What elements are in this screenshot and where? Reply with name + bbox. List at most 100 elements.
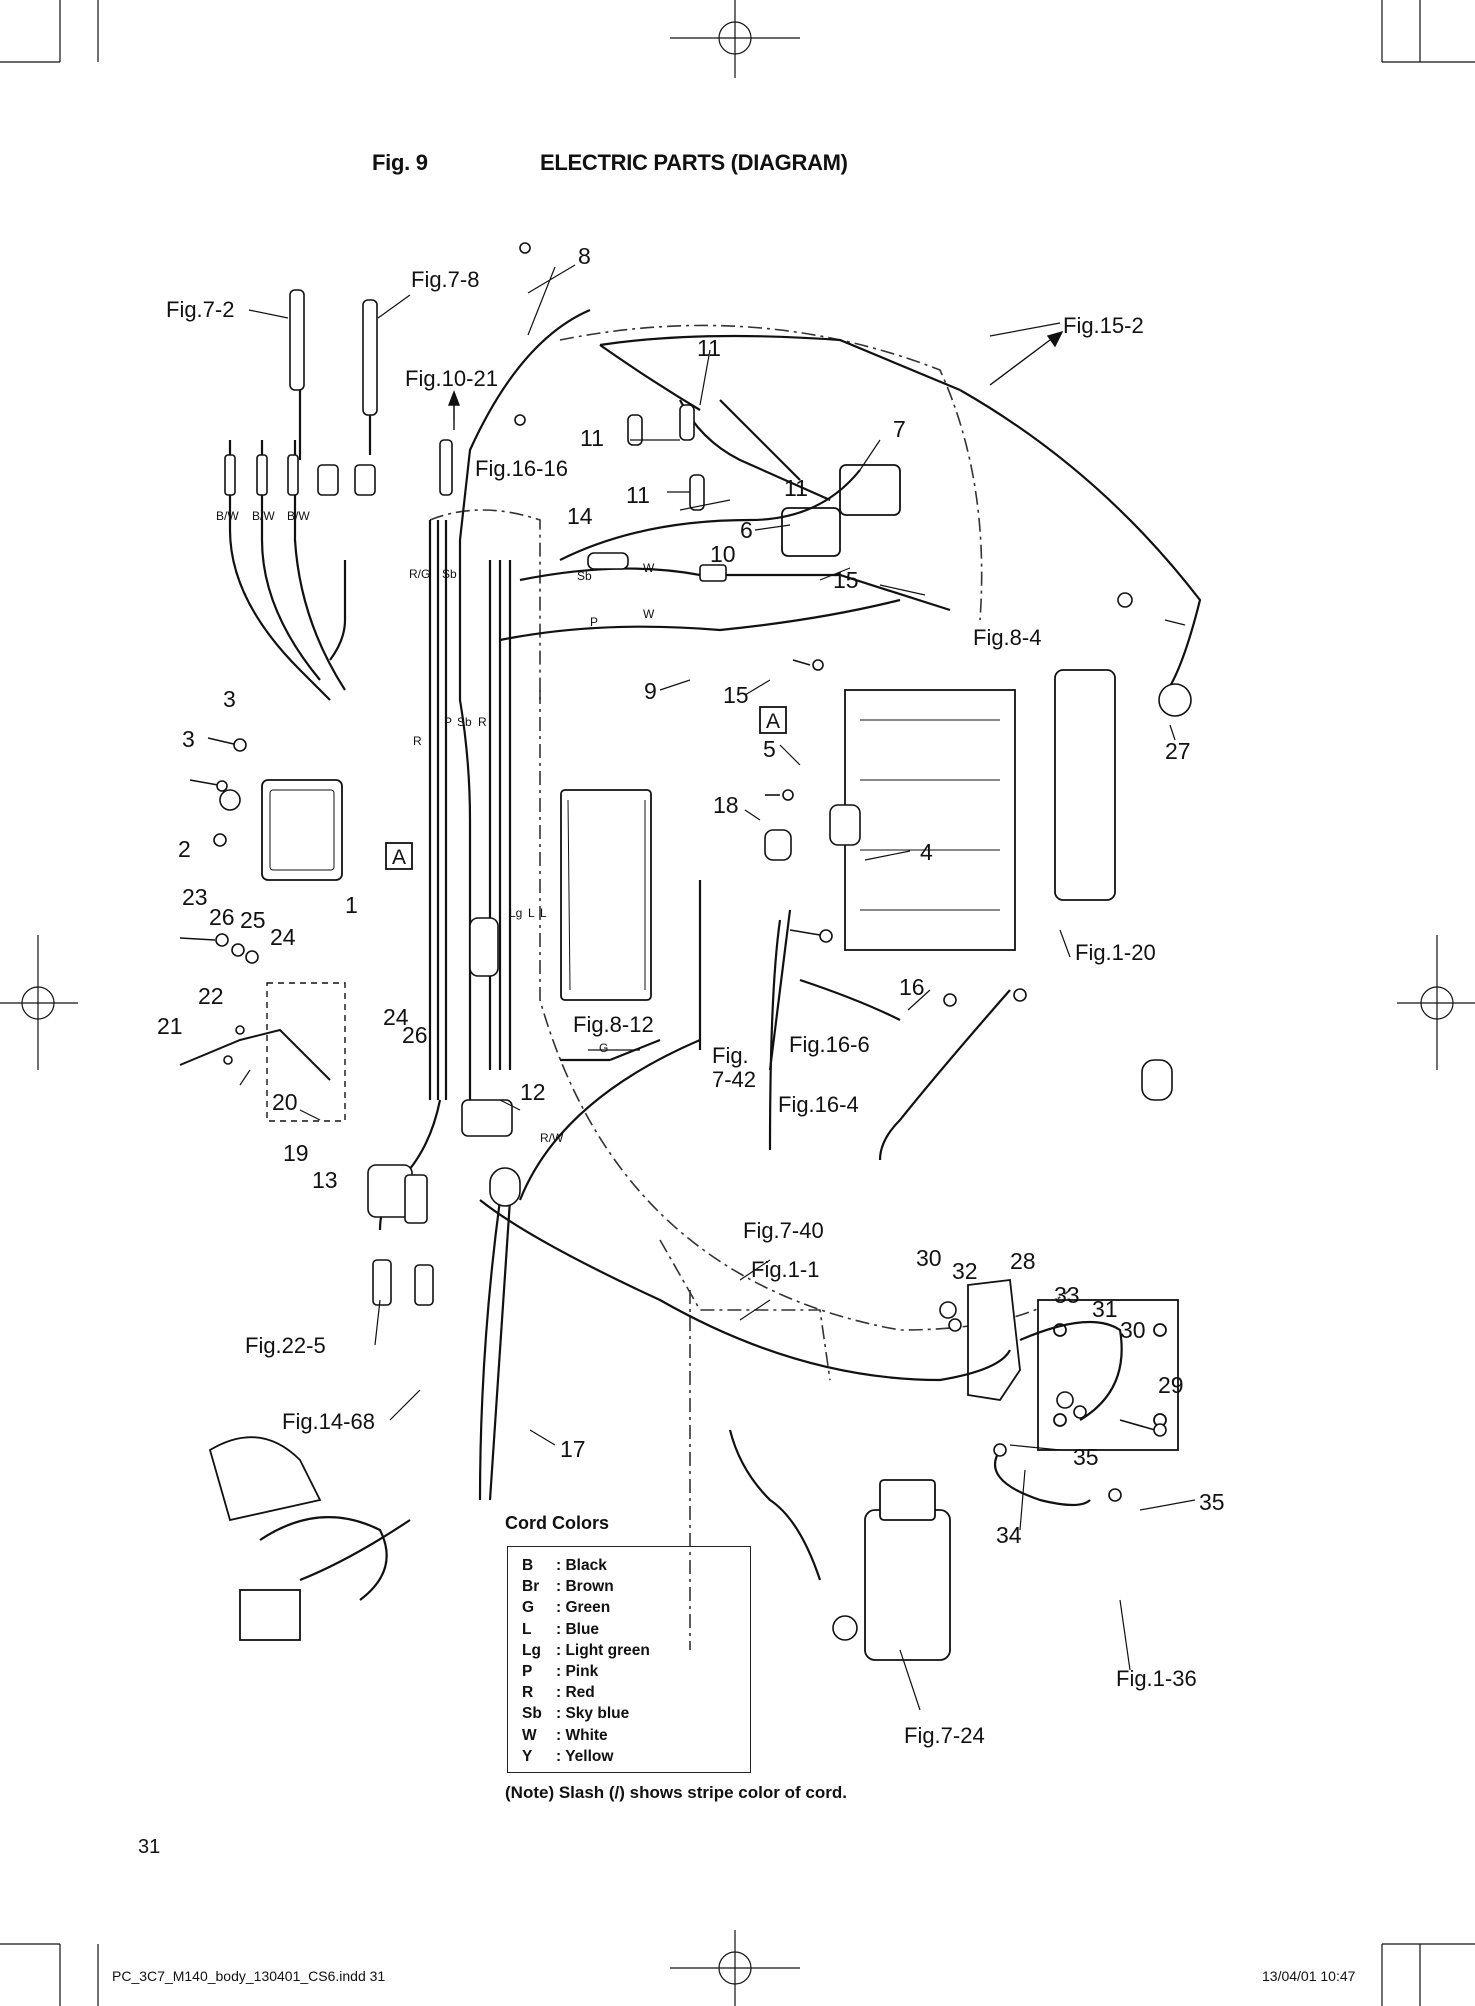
wire-code: R/G bbox=[409, 567, 430, 581]
wire-code: Sb bbox=[457, 715, 472, 729]
legend-color-name: : Yellow bbox=[556, 1747, 614, 1765]
wire-code: P bbox=[444, 715, 452, 729]
figure-reference: Fig.15-2 bbox=[1063, 313, 1144, 338]
callout-boxes bbox=[385, 706, 787, 870]
legend-row: W: White bbox=[522, 1725, 750, 1746]
callout-letter: A bbox=[766, 710, 780, 733]
callout-letter: A bbox=[392, 846, 406, 869]
part-number: 8 bbox=[578, 243, 591, 269]
wire-code: Lg bbox=[509, 906, 522, 920]
legend-color-name: : Brown bbox=[556, 1578, 614, 1596]
part-number: 24 bbox=[270, 924, 296, 950]
figure-reference: Fig.16-4 bbox=[778, 1092, 859, 1117]
legend-code: P bbox=[522, 1663, 533, 1681]
wire-code: R/W bbox=[540, 1131, 564, 1145]
starter-motor-block bbox=[864, 1509, 951, 1661]
part-number: 30 bbox=[916, 1245, 942, 1271]
part-number: 1 bbox=[345, 892, 358, 918]
part-number: 32 bbox=[952, 1258, 978, 1284]
part-number: 31 bbox=[1092, 1296, 1118, 1322]
part-number: 2 bbox=[178, 836, 191, 862]
legend-heading: Cord Colors bbox=[505, 1513, 610, 1533]
legend-color-name: : Light green bbox=[556, 1641, 650, 1659]
leader-lines bbox=[239, 264, 1196, 1711]
figure-reference-labels: Fig.7-2 Fig.7-8 Fig.10-21 Fig.16-16 Fig.… bbox=[166, 267, 1197, 1748]
wire-code-labels: B/W B/W B/W R/G Sb Sb W W P R P Sb R Lg … bbox=[216, 509, 655, 1145]
legend-code: R bbox=[522, 1684, 534, 1702]
callout-letters: A A bbox=[392, 710, 780, 869]
legend-row: L: Blue bbox=[522, 1619, 750, 1640]
wire-code: R bbox=[413, 734, 422, 748]
wire-code: Sb bbox=[577, 569, 592, 583]
part-number: 21 bbox=[157, 1013, 183, 1039]
legend-code: W bbox=[522, 1726, 537, 1744]
part-number: 23 bbox=[182, 884, 208, 910]
part-number: 3 bbox=[182, 726, 195, 752]
legend-row: G: Green bbox=[522, 1597, 750, 1618]
engine-outline bbox=[429, 324, 1071, 1650]
legend-row: R : Red bbox=[522, 1682, 750, 1703]
part-number: 10 bbox=[710, 541, 736, 567]
callout-a-left bbox=[385, 842, 413, 870]
wire-code: W bbox=[643, 607, 655, 621]
page-number: 31 bbox=[138, 1836, 161, 1858]
part-number: 22 bbox=[198, 983, 224, 1009]
arrows bbox=[447, 330, 1064, 430]
part-number: 11 bbox=[784, 475, 808, 501]
part-number: 4 bbox=[920, 839, 933, 865]
legend-color-name: : Black bbox=[556, 1557, 607, 1574]
legend-row: Y : Yellow bbox=[522, 1746, 750, 1767]
part-number: 11 bbox=[580, 425, 604, 451]
part-number: 11 bbox=[626, 482, 650, 508]
part-number: 16 bbox=[899, 974, 925, 1000]
legend-row: P : Pink bbox=[522, 1661, 750, 1682]
part-number: 34 bbox=[996, 1522, 1022, 1548]
legend-code: Y bbox=[522, 1747, 533, 1765]
wire-code: G bbox=[599, 1041, 608, 1055]
figure-reference: Fig.7-2 bbox=[166, 297, 234, 322]
figure-reference: Fig.1-36 bbox=[1116, 1666, 1197, 1691]
figure-reference: Fig.14-68 bbox=[282, 1409, 375, 1434]
part-number: 30 bbox=[1120, 1317, 1146, 1343]
wire-code: Sb bbox=[442, 567, 457, 581]
part-number: 13 bbox=[312, 1167, 338, 1193]
part-number: 24 bbox=[383, 1004, 409, 1030]
legend-color-name: : Pink bbox=[556, 1663, 599, 1681]
part-number: 28 bbox=[1010, 1248, 1036, 1274]
callout-a-right bbox=[759, 706, 787, 734]
part-number: 35 bbox=[1073, 1444, 1099, 1470]
wire-code: B/W bbox=[216, 509, 239, 523]
part-number: 17 bbox=[560, 1436, 586, 1462]
legend-color-name: : Blue bbox=[556, 1620, 600, 1638]
wire-code: W bbox=[643, 561, 655, 575]
part-number: 6 bbox=[740, 517, 753, 543]
ignition-coil-7 bbox=[839, 464, 901, 516]
cylinder-head-block bbox=[844, 689, 1016, 951]
wire-code: P bbox=[590, 615, 598, 629]
part-number-labels: 1 2 3 3 4 5 6 7 8 9 10 11 11 11 11 12 13… bbox=[157, 243, 1225, 1548]
cylinder-side-block bbox=[1054, 669, 1116, 901]
part-number: 18 bbox=[713, 792, 739, 818]
part-number: 7 bbox=[893, 416, 906, 442]
figure-reference: Fig.16-16 bbox=[475, 456, 568, 481]
part-number: 9 bbox=[644, 678, 657, 704]
wire-code: R bbox=[478, 715, 487, 729]
figure-reference: Fig.1-1 bbox=[751, 1257, 819, 1282]
battery-block bbox=[239, 1589, 301, 1641]
part-number: 26 bbox=[209, 904, 235, 930]
legend-row: Sb: Sky blue bbox=[522, 1703, 750, 1724]
figure-reference: Fig.22-5 bbox=[245, 1333, 326, 1358]
figure-reference: Fig.7-40 bbox=[743, 1218, 824, 1243]
legend-color-name: : Sky blue bbox=[556, 1705, 630, 1723]
figure-reference: Fig.10-21 bbox=[405, 366, 498, 391]
legend-row: B: Black bbox=[522, 1555, 750, 1576]
part-number: 27 bbox=[1165, 738, 1191, 764]
stripe-note: (Note) Slash (/) shows stripe color of c… bbox=[505, 1783, 847, 1802]
figure-reference: 7-42 bbox=[712, 1067, 756, 1092]
part-number: 26 bbox=[402, 1022, 428, 1048]
bolts bbox=[179, 659, 1167, 1437]
legend-color-name: : Red bbox=[556, 1684, 595, 1702]
part-number: 19 bbox=[283, 1140, 309, 1166]
